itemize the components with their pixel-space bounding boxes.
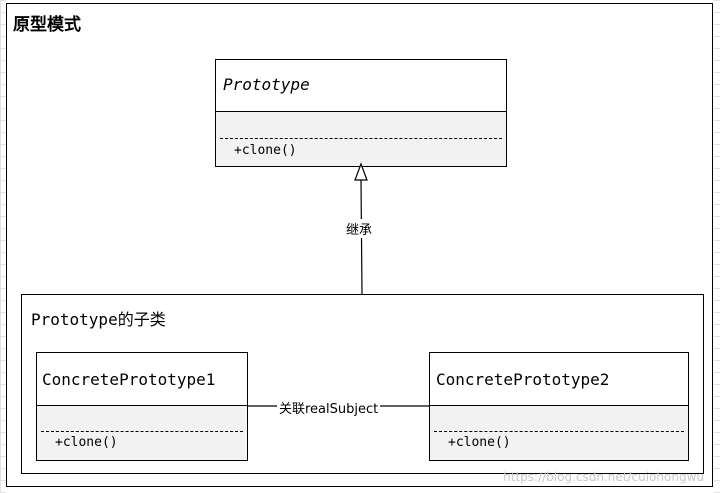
operation-clone: +clone() <box>448 435 511 450</box>
diagram-title: 原型模式 <box>13 15 81 35</box>
operation-clone: +clone() <box>234 143 297 158</box>
subclass-group-title: Prototype的子类 <box>31 310 166 329</box>
class-concrete-prototype-1[interactable]: ConcretePrototype1 +clone() <box>36 352 248 461</box>
separator-line <box>41 431 243 432</box>
class-prototype-operations: +clone() <box>216 111 506 166</box>
separator-line <box>434 431 684 432</box>
watermark: https://blog.csdn.net/cuiohongwu <box>503 470 704 484</box>
separator-line <box>220 138 502 139</box>
class-concrete-prototype-1-name: ConcretePrototype1 <box>42 370 216 389</box>
class-concrete-prototype-2-operations: +clone() <box>430 405 688 460</box>
class-prototype-name: Prototype <box>223 75 310 94</box>
class-concrete-prototype-1-operations: +clone() <box>37 405 247 460</box>
class-concrete-prototype-2-name: ConcretePrototype2 <box>436 370 610 389</box>
class-concrete-prototype-2[interactable]: ConcretePrototype2 +clone() <box>429 352 689 461</box>
inheritance-label: 继承 <box>346 219 373 238</box>
association-label: 关联realSubject <box>277 398 381 417</box>
class-prototype[interactable]: Prototype +clone() <box>215 59 507 167</box>
operation-clone: +clone() <box>55 435 118 450</box>
inheritance-arrowhead <box>354 162 368 181</box>
